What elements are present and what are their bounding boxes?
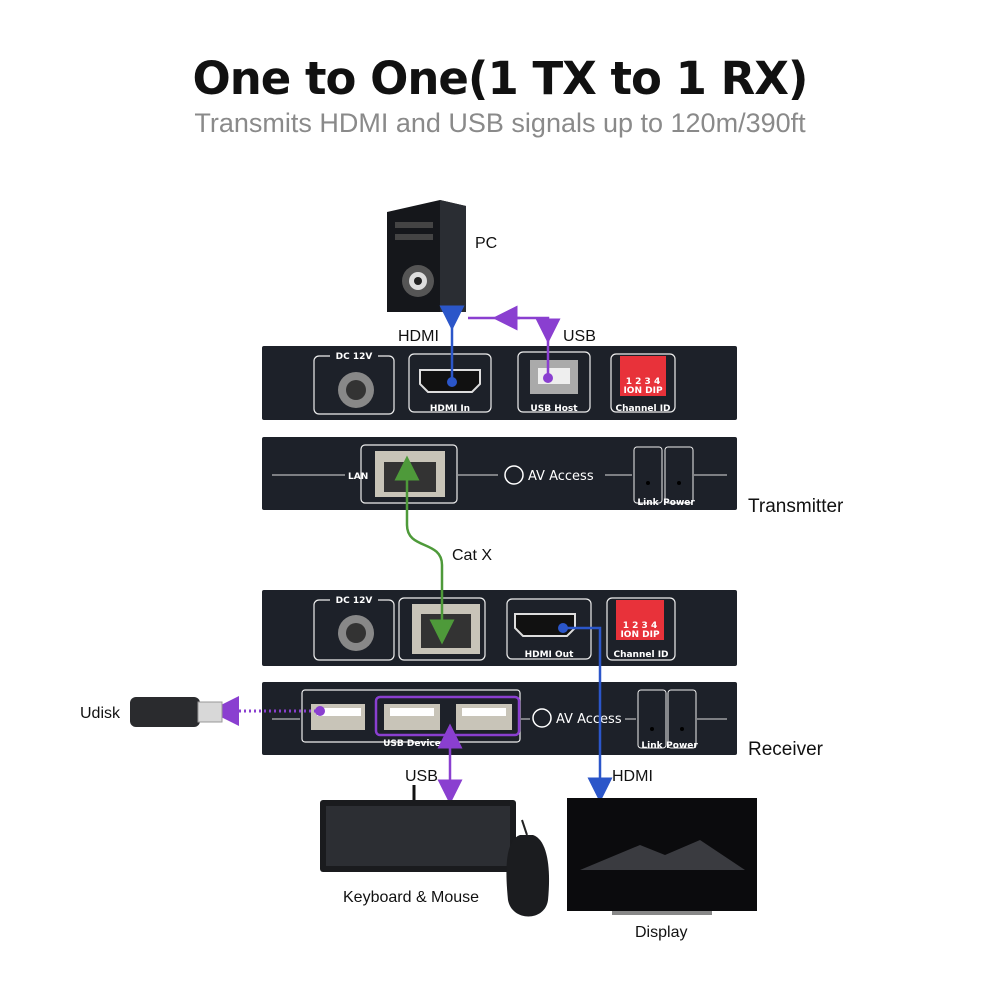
transmitter-front-panel: LAN AV Access Link Power — [262, 437, 737, 510]
receiver-label: Receiver — [748, 739, 824, 760]
hdmi-bottom-label: HDMI — [612, 768, 653, 785]
catx-line — [394, 455, 455, 645]
dc-label: DC 12V — [336, 352, 373, 362]
display-icon — [567, 798, 757, 915]
usb-device-label: USB Device — [383, 739, 441, 749]
brand-label: AV Access — [528, 469, 594, 484]
power-led — [680, 727, 684, 731]
page-subtitle: Transmits HDMI and USB signals up to 120… — [194, 108, 806, 138]
hdmi-top-label: HDMI — [398, 328, 439, 345]
hdmi-line-bottom — [563, 626, 613, 803]
receiver-front-panel: USB Device AV Access Link Power — [262, 682, 737, 755]
page-title: One to One(1 TX to 1 RX) — [192, 52, 809, 105]
brand-label: AV Access — [556, 712, 622, 727]
usb-host-label: USB Host — [530, 404, 578, 414]
dip-numbers: 1 2 3 4 — [626, 377, 660, 387]
pc-label: PC — [475, 235, 497, 252]
usb-top-label: USB — [563, 328, 596, 345]
dip-switch — [616, 600, 664, 640]
usb-flash-drive-icon — [130, 697, 223, 727]
lan-label: LAN — [348, 472, 368, 482]
av-access-logo-icon — [504, 465, 524, 485]
link-led — [650, 727, 654, 731]
dc-label: DC 12V — [336, 596, 373, 606]
power-label: Power — [666, 741, 698, 751]
channel-id-label: Channel ID — [613, 650, 668, 660]
channel-id-label: Channel ID — [615, 404, 670, 414]
hdmi-in-label: HDMI In — [430, 404, 470, 414]
usb-bottom-label: USB — [405, 768, 438, 785]
transmitter-rear-panel: DC 12V HDMI In USB Host 1 2 3 4 ION DIP … — [262, 346, 737, 420]
usb-device-port — [456, 704, 512, 730]
power-label: Power — [663, 498, 695, 508]
transmitter-label: Transmitter — [748, 496, 844, 517]
av-access-logo-icon — [532, 708, 552, 728]
dip-switch — [620, 356, 666, 396]
mouse-icon — [506, 819, 550, 917]
link-led — [646, 481, 650, 485]
link-label: Link — [641, 741, 663, 751]
keyboard-mouse-label: Keyboard & Mouse — [343, 889, 479, 906]
dip-on: ION DIP — [623, 386, 662, 396]
hdmi-out-label: HDMI Out — [525, 650, 574, 660]
udisk-label: Udisk — [80, 705, 121, 722]
power-led — [677, 481, 681, 485]
receiver-rear-panel: DC 12V HDMI Out 1 2 3 4 ION DIP Channel … — [262, 590, 737, 666]
dip-on: ION DIP — [620, 630, 659, 640]
usb-device-port — [384, 704, 440, 730]
link-label: Link — [637, 498, 659, 508]
display-label: Display — [635, 924, 687, 941]
dip-numbers: 1 2 3 4 — [623, 621, 657, 631]
keyboard-icon — [320, 785, 516, 872]
catx-label: Cat X — [452, 547, 492, 564]
pc-tower-icon — [387, 200, 466, 312]
